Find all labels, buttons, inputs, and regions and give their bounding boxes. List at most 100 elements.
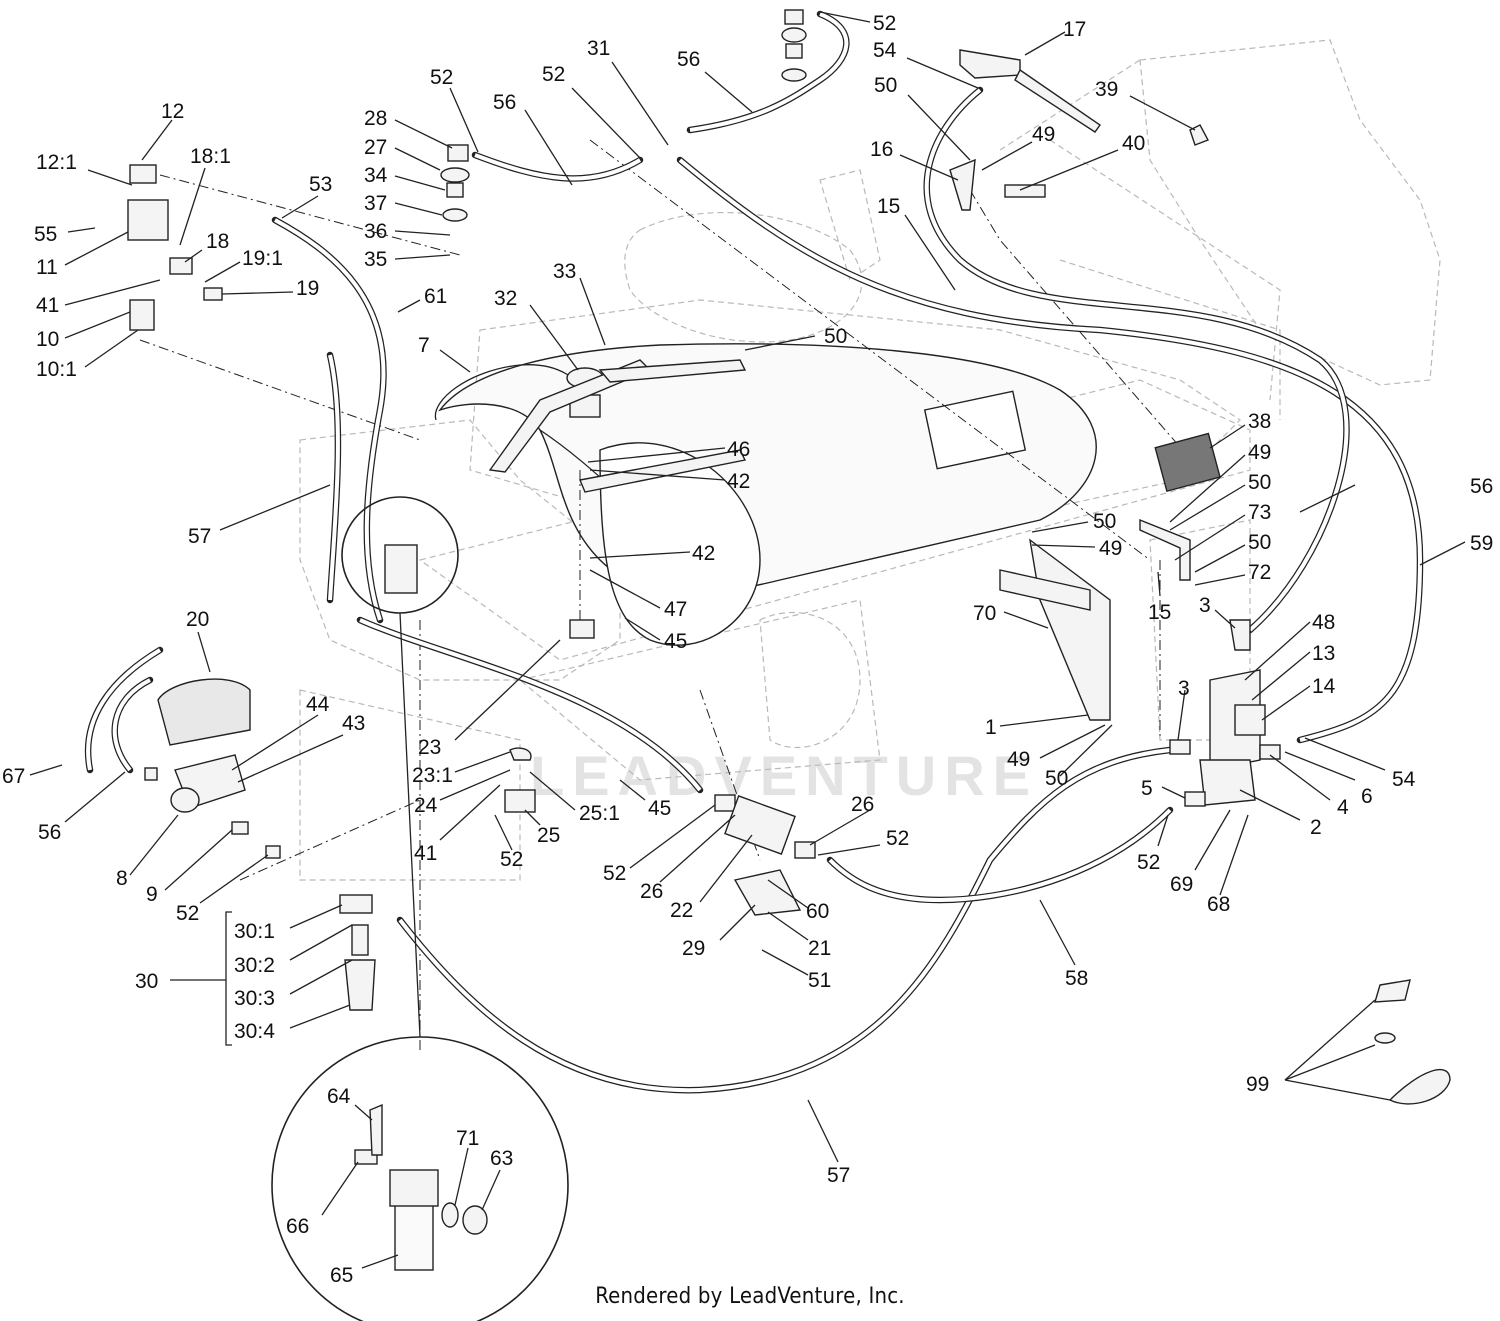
callout-2: 2 [1310,816,1322,839]
callout-13: 13 [1312,642,1335,665]
callout-18: 18 [206,230,229,253]
callout-leaders [29,11,1466,1269]
callout-30-3: 30:3 [234,987,275,1010]
inset-strainer-view [271,496,569,1321]
callout-38: 38 [1248,410,1271,433]
callout-16: 16 [870,138,893,161]
callout-60: 60 [806,900,829,923]
callout-33: 33 [553,260,576,283]
callout-52g: 52 [603,862,626,885]
callout-49a: 49 [1032,123,1055,146]
callout-99: 99 [1246,1073,1269,1096]
fittings [127,9,1451,1105]
callout-59: 59 [1470,532,1493,555]
callout-52a: 52 [430,66,453,89]
callout-41b: 41 [414,842,437,865]
callout-57a: 57 [188,525,211,548]
callout-50f: 50 [1045,767,1068,790]
callout-56b: 56 [677,48,700,71]
callout-50b: 50 [824,325,847,348]
callout-58: 58 [1065,967,1088,990]
callout-17: 17 [1063,18,1086,41]
callout-52e: 52 [176,902,199,925]
hoses [84,10,1424,1094]
watermark-text: LEADVENTURE [530,744,1038,807]
callout-20: 20 [186,608,209,631]
callout-73: 73 [1248,501,1271,524]
callout-30-4: 30:4 [234,1020,275,1043]
callout-14: 14 [1312,675,1336,698]
callout-42a: 42 [727,470,750,493]
callout-27: 27 [364,136,387,159]
callout-49d: 49 [1007,748,1030,771]
callout-50c: 50 [1248,471,1271,494]
callout-49c: 49 [1099,537,1122,560]
callout-labels: 12 12:1 18:1 55 11 18 19:1 41 19 10 10:1… [2,12,1493,1287]
callout-43: 43 [342,712,365,735]
callout-54a: 54 [873,39,897,62]
callout-9: 9 [146,883,158,906]
callout-24: 24 [414,794,438,817]
assembly-guide-lines [139,139,1201,1050]
callout-54b: 54 [1392,768,1416,791]
callout-44: 44 [306,693,330,716]
callout-29: 29 [682,937,705,960]
callout-37: 37 [364,192,387,215]
callout-5: 5 [1141,777,1153,800]
callout-45a: 45 [664,630,687,653]
callout-48: 48 [1312,611,1335,634]
callout-10: 10 [36,328,59,351]
callout-57b: 57 [827,1164,850,1187]
callout-42b: 42 [692,542,715,565]
group-30-bracket [170,911,232,1046]
tank-cap-assembly [488,359,747,493]
callout-26b: 26 [640,880,663,903]
callout-22: 22 [670,899,693,922]
callout-52h: 52 [886,827,909,850]
callout-19: 19 [296,277,319,300]
callout-21: 21 [808,937,831,960]
callout-52d: 52 [1137,851,1160,874]
callout-56d: 56 [38,821,61,844]
callout-26a: 26 [851,793,874,816]
callout-68: 68 [1207,893,1230,916]
callout-3a: 3 [1199,594,1211,617]
callout-67: 67 [2,765,25,788]
callout-47: 47 [664,598,687,621]
callout-50d: 50 [1248,531,1271,554]
callout-64: 64 [327,1085,351,1108]
callout-45b: 45 [648,797,671,820]
callout-56c: 56 [1470,475,1493,498]
callout-11: 11 [36,256,58,279]
callout-30-2: 30:2 [234,954,275,977]
callout-23: 23 [418,736,441,759]
callout-1: 1 [985,716,997,739]
callout-52f: 52 [500,848,523,871]
callout-15b: 15 [1148,601,1171,624]
callout-8: 8 [116,867,128,890]
callout-6: 6 [1361,785,1373,808]
callout-35: 35 [364,248,387,271]
callout-12-1: 12:1 [36,151,77,174]
callout-12: 12 [161,100,184,123]
callout-56a: 56 [493,91,516,114]
callout-19-1: 19:1 [242,247,283,270]
callout-3b: 3 [1178,677,1190,700]
footer-credit: Rendered by LeadVenture, Inc. [595,1284,905,1309]
callout-52c: 52 [873,12,896,35]
callout-25-1: 25:1 [579,802,620,825]
spray-tank [434,343,1097,646]
callout-23-1: 23:1 [412,764,453,787]
callout-36: 36 [364,220,387,243]
callout-50a: 50 [874,74,897,97]
callout-51: 51 [808,969,831,992]
callout-40: 40 [1122,132,1145,155]
callout-31: 31 [587,37,610,60]
callout-61: 61 [424,285,447,308]
callout-41a: 41 [36,294,59,317]
callout-46: 46 [727,438,750,461]
callout-4: 4 [1337,796,1349,819]
callout-70: 70 [973,602,996,625]
callout-63: 63 [490,1147,513,1170]
